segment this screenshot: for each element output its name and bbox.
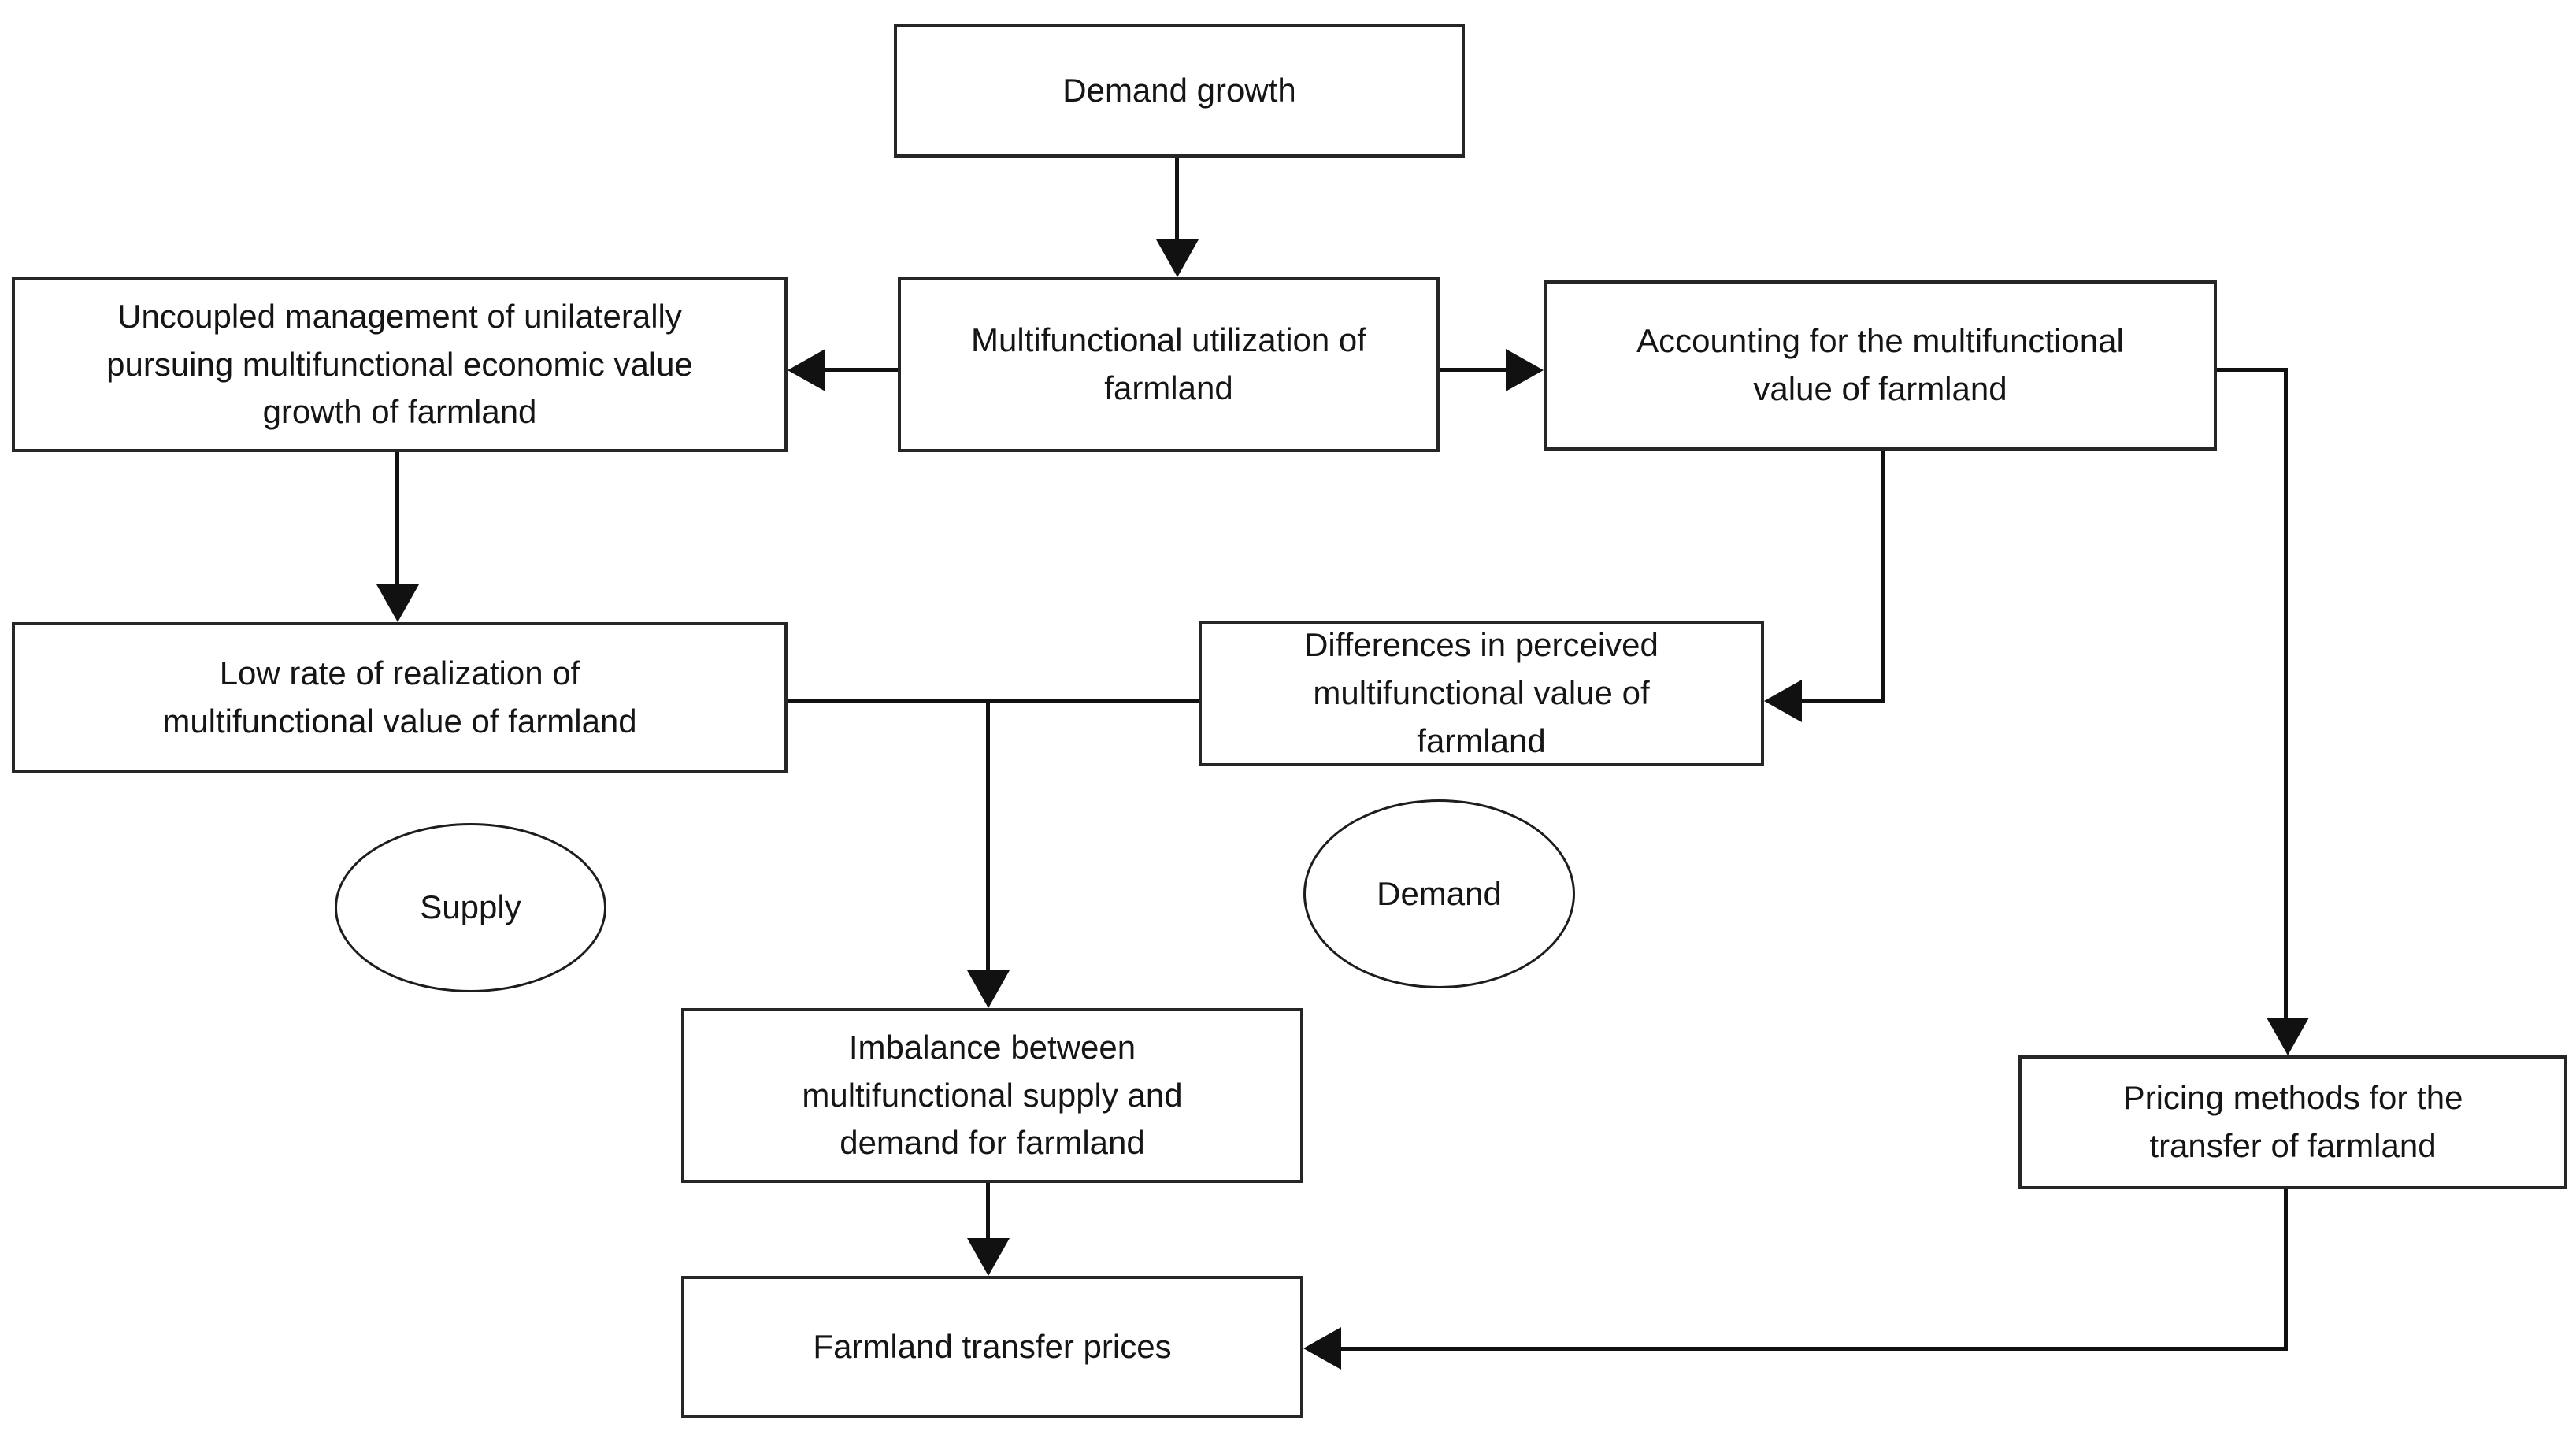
- edge-accounting-to-differences-vline: [1881, 451, 1885, 703]
- edge-accounting-to-pricing-hline: [2217, 368, 2288, 372]
- node-pricing-methods-label: Pricing methods for the transfer of farm…: [2122, 1079, 2463, 1164]
- edge-multifunctional-to-uncoupled-arrowhead-icon: [788, 349, 825, 391]
- node-demand-growth: Demand growth: [894, 24, 1465, 158]
- edge-imbalance-to-farmland-prices-line: [986, 1183, 990, 1240]
- node-multifunctional-utilization: Multifunctional utilization of farmland: [898, 277, 1440, 452]
- edge-pricing-to-farmland-prices-hline: [1341, 1347, 2288, 1351]
- node-differences-label: Differences in perceived multifunctional…: [1304, 626, 1659, 759]
- node-low-rate: Low rate of realization of multifunction…: [12, 622, 788, 773]
- edge-junction-to-imbalance-line: [986, 699, 990, 973]
- node-accounting: Accounting for the multifunctional value…: [1544, 280, 2217, 451]
- edge-uncoupled-to-low-rate-line: [395, 452, 399, 586]
- node-supply-label: Supply: [420, 888, 521, 926]
- node-imbalance-label: Imbalance between multifunctional supply…: [802, 1028, 1183, 1162]
- edge-uncoupled-to-low-rate-arrowhead-icon: [376, 584, 419, 622]
- edge-junction-to-imbalance-arrowhead-icon: [967, 970, 1010, 1008]
- edge-multifunctional-to-accounting-line: [1440, 368, 1506, 372]
- edge-accounting-to-pricing-arrowhead-icon: [2267, 1018, 2309, 1055]
- node-farmland-transfer-prices-label: Farmland transfer prices: [813, 1327, 1172, 1365]
- edge-pricing-to-farmland-prices-vline: [2284, 1189, 2288, 1351]
- edge-low-rate-differences-connector-line: [788, 699, 1199, 703]
- edge-imbalance-to-farmland-prices-arrowhead-icon: [967, 1238, 1010, 1276]
- node-low-rate-label: Low rate of realization of multifunction…: [162, 654, 637, 740]
- edge-accounting-to-pricing-vline: [2284, 368, 2288, 1019]
- node-farmland-transfer-prices: Farmland transfer prices: [681, 1276, 1303, 1418]
- node-uncoupled-management-label: Uncoupled management of unilaterally pur…: [106, 297, 693, 431]
- node-differences: Differences in perceived multifunctional…: [1199, 621, 1764, 766]
- node-multifunctional-utilization-label: Multifunctional utilization of farmland: [971, 321, 1366, 406]
- edge-demand-growth-to-multifunctional-line: [1175, 158, 1179, 241]
- edge-multifunctional-to-uncoupled-line: [825, 368, 898, 372]
- node-accounting-label: Accounting for the multifunctional value…: [1636, 322, 2124, 407]
- edge-accounting-to-differences-arrowhead-icon: [1764, 680, 1802, 722]
- edge-pricing-to-farmland-prices-arrowhead-icon: [1303, 1327, 1341, 1370]
- node-demand-ellipse: Demand: [1303, 799, 1575, 988]
- edge-demand-growth-to-multifunctional-arrowhead-icon: [1156, 239, 1199, 277]
- node-demand-label: Demand: [1377, 874, 1502, 912]
- node-supply-ellipse: Supply: [335, 823, 606, 992]
- node-uncoupled-management: Uncoupled management of unilaterally pur…: [12, 277, 788, 452]
- node-imbalance: Imbalance between multifunctional supply…: [681, 1008, 1303, 1183]
- edge-accounting-to-differences-hline: [1802, 699, 1885, 703]
- node-demand-growth-label: Demand growth: [1062, 71, 1296, 109]
- edge-multifunctional-to-accounting-arrowhead-icon: [1506, 349, 1544, 391]
- node-pricing-methods: Pricing methods for the transfer of farm…: [2018, 1055, 2567, 1189]
